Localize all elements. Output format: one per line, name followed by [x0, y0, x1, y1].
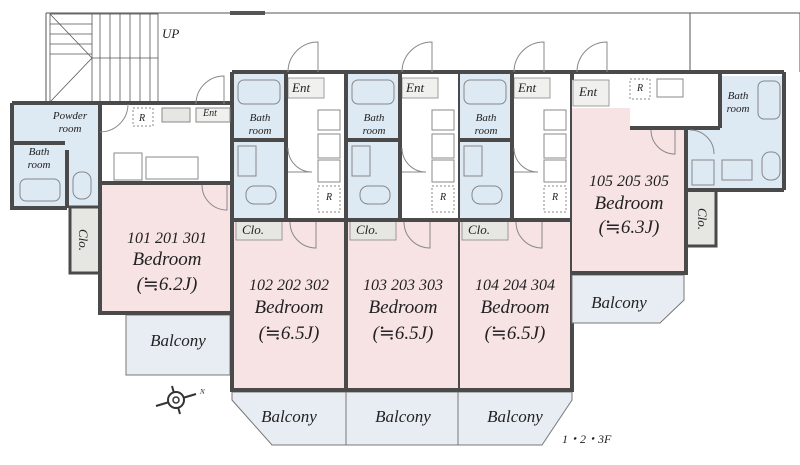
closet-label-105: Clo.: [695, 207, 711, 231]
closet-label-101: Clo.: [76, 228, 92, 252]
bath-door: [287, 147, 313, 173]
entrance-door: [287, 41, 319, 73]
entrance-label-105: Ent: [579, 84, 598, 99]
bath-room-label-103: Bath room: [362, 112, 386, 137]
stove: [431, 133, 455, 159]
entrance-label-102: Ent: [292, 80, 311, 95]
floor-label: 1・2・3F: [562, 432, 612, 446]
toilet: [471, 185, 503, 205]
closet-label-104: Clo.: [468, 222, 491, 237]
unit-103: [345, 41, 462, 446]
bath-door: [513, 147, 539, 173]
room-door: [515, 221, 543, 249]
corridor: [45, 12, 800, 103]
bathtub: [237, 79, 281, 105]
bedroom-label-105: Bedroom: [594, 193, 664, 214]
bedroom-label-102: Bedroom: [254, 297, 324, 318]
unit-numbers-104: 104 204 304: [475, 277, 555, 294]
area-label-104: (≒6.5J): [484, 323, 546, 344]
area-label-102: (≒6.5J): [258, 323, 320, 344]
bath-room-label-105: Bath room: [726, 90, 750, 115]
bedroom-label-103: Bedroom: [368, 297, 438, 318]
bath-door: [401, 147, 427, 173]
toilet: [359, 185, 391, 205]
compass-icon: N: [155, 385, 205, 415]
sink: [317, 109, 341, 131]
bedroom-label-104: Bedroom: [480, 297, 550, 318]
bath-room-label-101: Bath room: [27, 146, 51, 171]
stove: [317, 133, 341, 159]
unit-numbers-103: 103 203 303: [363, 277, 443, 294]
bedroom-label-101: Bedroom: [132, 249, 202, 270]
unit-102: [231, 41, 348, 446]
closet-label-103: Clo.: [356, 222, 379, 237]
area-label-101: (≒6.2J): [136, 274, 198, 295]
balcony-label-105: Balcony: [591, 293, 647, 312]
bath-room-label-104: Bath room: [474, 112, 498, 137]
closet-label-102: Clo.: [242, 222, 265, 237]
toilet: [245, 185, 277, 205]
entrance-label-104: Ent: [518, 80, 537, 95]
balcony-label-101: Balcony: [150, 331, 206, 350]
entrance-label-101: Ent: [203, 108, 217, 119]
balcony-label-102: Balcony: [261, 407, 317, 426]
unit-numbers-105: 105 205 305: [589, 173, 669, 190]
counter: [317, 159, 341, 183]
washbasin: [463, 145, 483, 177]
staircase: [49, 13, 159, 103]
room-door: [403, 221, 431, 249]
bathtub: [351, 79, 395, 105]
area-label-105: (≒6.3J): [598, 217, 660, 238]
stair-up-label: UP: [162, 26, 180, 41]
fridge-label-104: R: [552, 192, 559, 203]
unit-104: [457, 41, 574, 446]
unit-101: [10, 72, 234, 392]
entrance-door: [513, 41, 545, 73]
balcony-label-103: Balcony: [375, 407, 431, 426]
washbasin: [237, 145, 257, 177]
stove: [543, 133, 567, 159]
balcony-label-104: Balcony: [487, 407, 543, 426]
bathtub: [463, 79, 507, 105]
fridge-label-105: R: [637, 83, 644, 94]
fridge-label-102: R: [326, 192, 333, 203]
entrance-door: [401, 41, 433, 73]
fridge-label-103: R: [440, 192, 447, 203]
sink: [543, 109, 567, 131]
counter: [543, 159, 567, 183]
room-door: [289, 221, 317, 249]
sink: [431, 109, 455, 131]
fridge-label-101: R: [139, 113, 146, 124]
unit-numbers-101: 101 201 301: [127, 230, 207, 247]
unit-105: [570, 41, 786, 324]
counter: [431, 159, 455, 183]
area-label-103: (≒6.5J): [372, 323, 434, 344]
svg-text:N: N: [199, 388, 205, 396]
bath-room-label-102: Bath room: [248, 112, 272, 137]
entrance-label-103: Ent: [406, 80, 425, 95]
powder-room-label: Powder room: [52, 110, 88, 135]
unit-numbers-102: 102 202 302: [249, 277, 329, 294]
washbasin: [351, 145, 371, 177]
